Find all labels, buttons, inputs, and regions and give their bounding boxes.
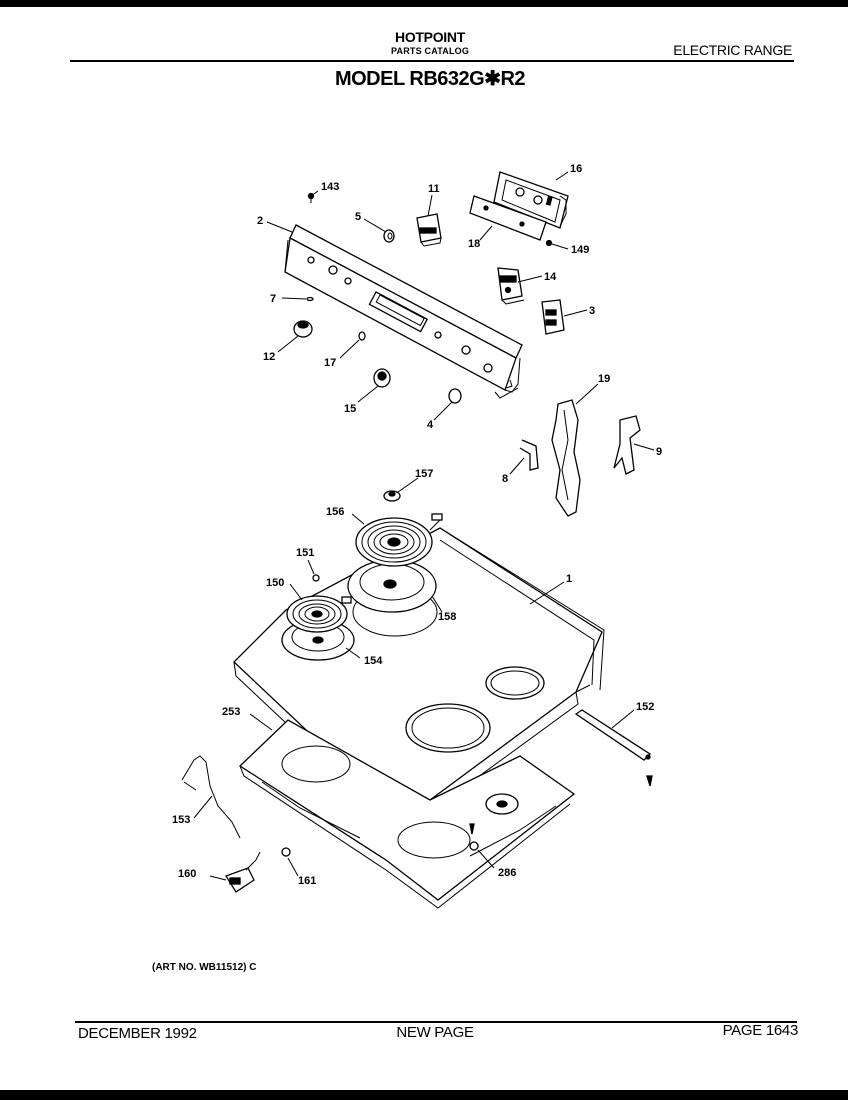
part-16-clock-timer — [493, 171, 569, 229]
part-152-hinge-rod — [574, 709, 652, 761]
callout-157: 157 — [415, 468, 433, 480]
callout-161: 161 — [298, 875, 316, 887]
part-161-screw — [281, 847, 291, 857]
part-149-screw — [545, 239, 553, 247]
callout-160: 160 — [178, 868, 196, 880]
footer-rule — [75, 1021, 797, 1023]
callout-labels: 143 2 5 11 16 18 149 14 3 7 12 17 15 4 1… — [172, 163, 662, 887]
part-3-switch — [541, 299, 565, 335]
top-border — [0, 0, 848, 7]
callout-150: 150 — [266, 577, 284, 589]
product-type: ELECTRIC RANGE — [673, 42, 792, 58]
part-157-receptacle — [383, 490, 401, 502]
callout-14: 14 — [544, 271, 557, 283]
footer-note: NEW PAGE — [396, 1024, 474, 1041]
part-12-knob — [293, 320, 313, 338]
part-160-terminal-block — [225, 851, 261, 893]
part-18-bracket-plate — [469, 195, 547, 241]
part-15-knob — [373, 368, 391, 388]
callout-156: 156 — [326, 506, 344, 518]
callout-9: 9 — [656, 446, 662, 458]
part-153-wire-harness — [181, 755, 241, 839]
part-156-element-large — [355, 513, 443, 567]
part-151-clip — [312, 574, 320, 582]
header-rule — [70, 60, 794, 62]
callout-15: 15 — [344, 403, 356, 415]
callout-151: 151 — [296, 547, 314, 559]
part-4-knob — [448, 388, 462, 404]
part-14-switch — [497, 267, 525, 305]
callout-7: 7 — [270, 293, 276, 305]
footer-date: DECEMBER 1992 — [78, 1025, 197, 1042]
model-title: MODEL RB632G✱R2 — [334, 68, 526, 90]
callout-149: 149 — [571, 244, 589, 256]
art-number: (ART NO. WB11512) C — [152, 962, 257, 973]
callout-11: 11 — [428, 183, 440, 195]
callout-5: 5 — [355, 211, 361, 223]
callout-253: 253 — [222, 706, 240, 718]
part-158-drip-pan-large — [347, 559, 437, 613]
callout-158: 158 — [438, 611, 456, 623]
part-152-screw — [646, 775, 653, 787]
callout-3: 3 — [589, 305, 595, 317]
part-5-indicator-light — [383, 229, 395, 243]
part-253-burner-box — [238, 719, 576, 909]
callout-17: 17 — [324, 357, 336, 369]
part-7-pin — [306, 296, 314, 302]
callout-4: 4 — [427, 419, 434, 431]
catalog-label: PARTS CATALOG — [390, 46, 470, 56]
part-11-switch — [416, 213, 442, 247]
brand-name: HOTPOINT — [395, 29, 465, 45]
callout-286: 286 — [498, 867, 516, 879]
part-8-bracket — [519, 439, 539, 471]
leader-lines — [193, 171, 655, 881]
control-panel — [284, 224, 523, 399]
part-286-screw — [469, 823, 479, 851]
part-19-end-cap — [551, 399, 581, 517]
callout-12: 12 — [263, 351, 275, 363]
callout-19: 19 — [598, 373, 610, 385]
callout-2: 2 — [257, 215, 263, 227]
callout-153: 153 — [172, 814, 190, 826]
callout-8: 8 — [502, 473, 508, 485]
callout-154: 154 — [364, 655, 383, 667]
callout-16: 16 — [570, 163, 582, 175]
part-9-bracket — [613, 415, 641, 475]
footer-page-number: PAGE 1643 — [722, 1022, 799, 1039]
part-17-pin — [358, 331, 366, 341]
callout-152: 152 — [636, 701, 654, 713]
bottom-border — [0, 1090, 848, 1100]
callout-143: 143 — [321, 181, 339, 193]
part-150-element-small — [286, 595, 352, 633]
callout-18: 18 — [468, 238, 480, 250]
callout-1: 1 — [566, 573, 572, 585]
